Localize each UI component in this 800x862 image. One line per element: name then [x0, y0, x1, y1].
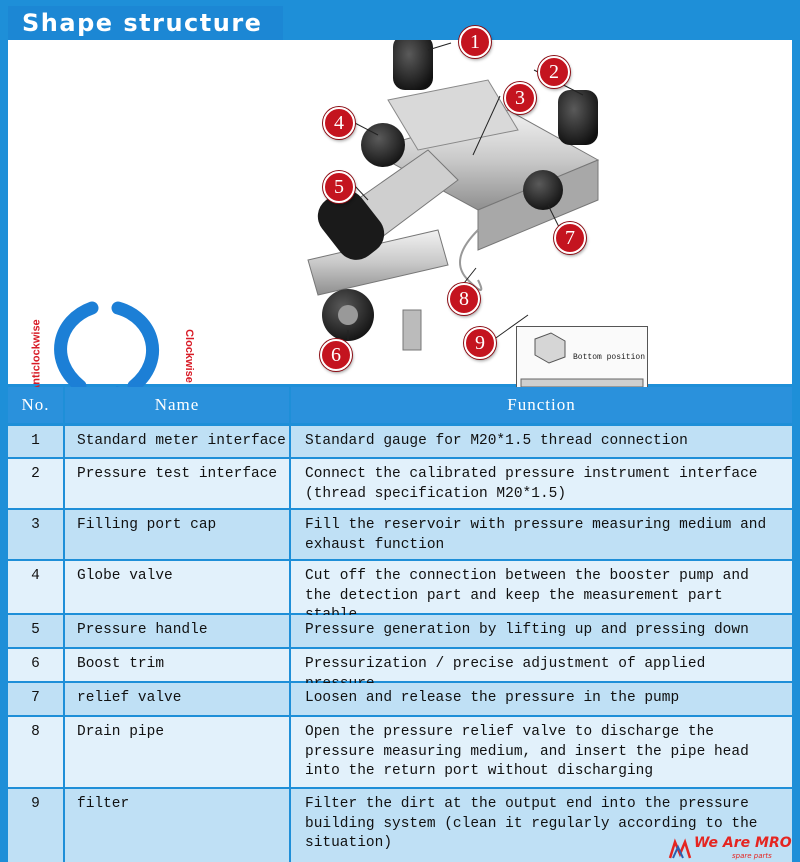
table-row: 4 Globe valve Cut off the connection bet…: [8, 561, 792, 623]
callout-9: 9: [464, 327, 496, 359]
row-name: relief valve: [65, 683, 289, 715]
row-no: 4: [8, 561, 63, 613]
row-name: Pressure handle: [65, 615, 289, 647]
anticlockwise-label: Anticlockwise: [30, 319, 43, 393]
callout-1: 1: [459, 26, 491, 58]
row-name: Filling port cap: [65, 510, 289, 559]
row-function: Pressure generation by lifting up and pr…: [291, 615, 792, 647]
callout-8: 8: [448, 283, 480, 315]
table-row: 3 Filling port cap Fill the reservoir wi…: [8, 510, 792, 559]
table-row: 9 filter Filter the dirt at the output e…: [8, 789, 792, 862]
clockwise-label: Clockwise: [182, 329, 195, 383]
header-name: Name: [65, 387, 289, 423]
table-row: 2 Pressure test interface Connect the ca…: [8, 459, 792, 508]
row-name: Globe valve: [65, 561, 289, 613]
section-title: Shape structure: [8, 6, 283, 40]
callout-3: 3: [504, 82, 536, 114]
row-no: 5: [8, 615, 63, 647]
row-no: 9: [8, 789, 63, 862]
row-name: Pressure test interface: [65, 459, 289, 508]
header-function: Function: [291, 387, 792, 423]
row-no: 2: [8, 459, 63, 508]
callout-6: 6: [320, 339, 352, 371]
table-row: 6 Boost trim Pressurization / precise ad…: [8, 649, 792, 692]
row-function: Fill the reservoir with pressure measuri…: [291, 510, 792, 559]
row-function: Cut off the connection between the boost…: [291, 561, 792, 623]
row-no: 6: [8, 649, 63, 681]
brand-logo: We Are MRO spare parts: [668, 835, 796, 862]
row-function: Loosen and release the pressure in the p…: [291, 683, 792, 715]
callout-5: 5: [323, 171, 355, 203]
row-name: Boost trim: [65, 649, 289, 681]
row-no: 3: [8, 510, 63, 559]
row-no: 8: [8, 717, 63, 787]
callout-7: 7: [554, 222, 586, 254]
pump-illustration: [307, 40, 600, 351]
row-function: Open the pressure relief valve to discha…: [291, 717, 792, 787]
table-row: 8 Drain pipe Open the pressure relief va…: [8, 717, 792, 787]
row-name: Drain pipe: [65, 717, 289, 787]
logo-text: We Are MRO: [694, 835, 792, 851]
row-function: Standard gauge for M20*1.5 thread connec…: [291, 426, 792, 457]
inset-label: Bottom position: [573, 353, 646, 362]
logo-subtext: spare parts: [732, 852, 772, 860]
logo-mark-icon: [668, 838, 692, 859]
table-header-row: No. Name Function: [8, 387, 792, 423]
row-name: Standard meter interface: [65, 426, 289, 457]
row-no: 7: [8, 683, 63, 715]
callout-2: 2: [538, 56, 570, 88]
row-function: Pressurization / precise adjustment of a…: [291, 649, 792, 692]
table-row: 7 relief valve Loosen and release the pr…: [8, 683, 792, 715]
row-function: Connect the calibrated pressure instrume…: [291, 459, 792, 508]
callout-4: 4: [323, 107, 355, 139]
row-name: filter: [65, 789, 289, 862]
table-row: 1 Standard meter interface Standard gaug…: [8, 426, 792, 457]
table-row: 5 Pressure handle Pressure generation by…: [8, 615, 792, 647]
header-no: No.: [8, 387, 63, 423]
parts-table: No. Name Function 1 Standard meter inter…: [8, 384, 792, 862]
row-no: 1: [8, 426, 63, 457]
row-function: Filter the dirt at the output end into t…: [291, 789, 792, 862]
pump-figure: Anticlockwise Clockwise 1 2 3 4 5 6 7 8 …: [8, 26, 792, 408]
